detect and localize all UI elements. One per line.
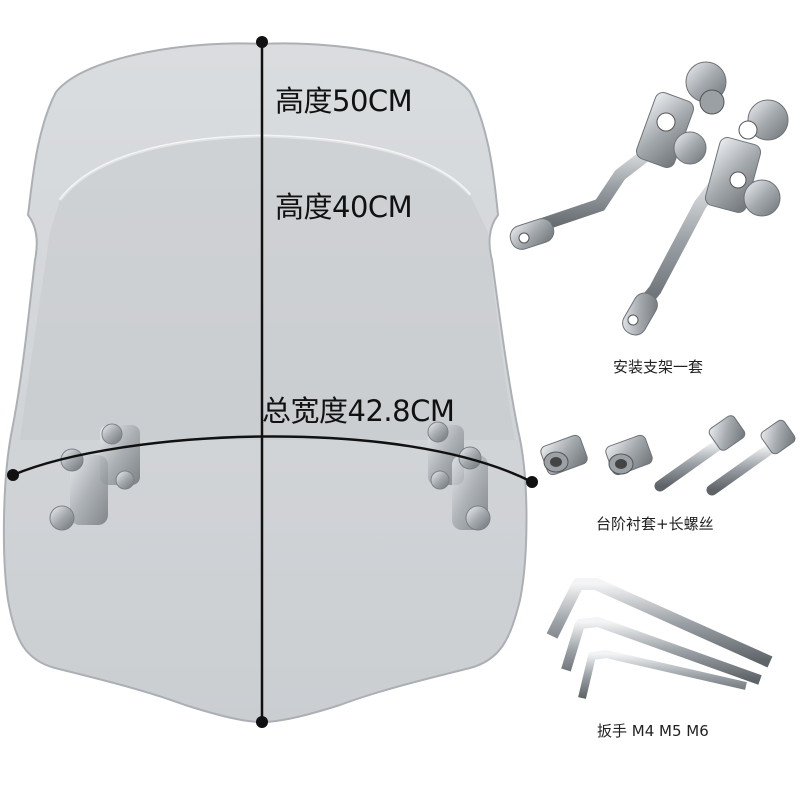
total-width-label: 总宽度42.8CM (262, 394, 455, 428)
height-inner-label: 高度40CM (275, 190, 413, 224)
bushing-screw-caption: 台阶衬套+长螺丝 (596, 515, 714, 533)
width-left-marker (7, 469, 19, 481)
bushing-1 (540, 434, 588, 476)
long-screw-1 (654, 415, 746, 492)
wrench-m4 (578, 650, 747, 699)
right-mount-bracket (427, 421, 491, 531)
height-bottom-marker (256, 716, 268, 728)
wrench-caption: 扳手 M4 M5 M6 (597, 722, 709, 740)
height-top-marker (256, 36, 268, 48)
windshield-inner-panel (20, 136, 515, 440)
long-screw-2 (706, 419, 796, 496)
width-dimension (7, 435, 538, 488)
height-outer-label: 高度50CM (275, 84, 413, 118)
wrench-m5 (561, 617, 762, 685)
wrench-m6 (546, 578, 773, 668)
left-mount-bracket (49, 423, 140, 531)
bushing-2 (605, 434, 653, 476)
width-right-marker (526, 476, 538, 488)
height-dimension (256, 36, 268, 728)
bushing-screw-illustration (540, 415, 796, 496)
hex-wrench-illustration (546, 578, 773, 699)
windshield (2, 42, 528, 724)
bracket-caption: 安装支架一套 (613, 358, 704, 376)
bracket-set-illustration (509, 61, 789, 336)
